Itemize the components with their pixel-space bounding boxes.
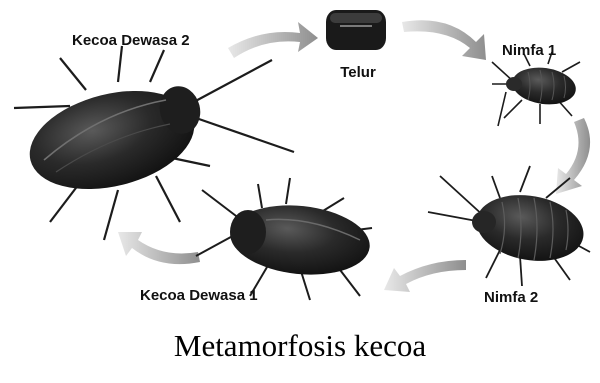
stage-label-egg: Telur <box>340 64 376 81</box>
stage-label-nymph2: Nimfa 2 <box>484 289 538 306</box>
cockroach-life-cycle-diagram: Telur Nimfa 1 Nimfa 2 Kecoa Dewasa 1 Kec… <box>0 0 600 330</box>
diagram-caption: Metamorfosis kecoa <box>0 330 600 361</box>
arrow-nymph1-to-nymph2 <box>556 118 590 194</box>
stage-label-nymph1: Nimfa 1 <box>502 42 556 59</box>
arrow-adult1-to-adult2 <box>118 232 200 264</box>
egg-case-illustration <box>326 10 386 50</box>
adult1-illustration <box>196 178 373 300</box>
stage-label-adult2: Kecoa Dewasa 2 <box>72 32 190 49</box>
arrow-adult2-to-egg <box>228 22 318 58</box>
arrow-nymph2-to-adult1 <box>384 260 466 292</box>
arrow-egg-to-nymph1 <box>402 20 486 60</box>
nymph1-illustration <box>492 52 580 126</box>
stage-label-adult1: Kecoa Dewasa 1 <box>140 287 258 304</box>
